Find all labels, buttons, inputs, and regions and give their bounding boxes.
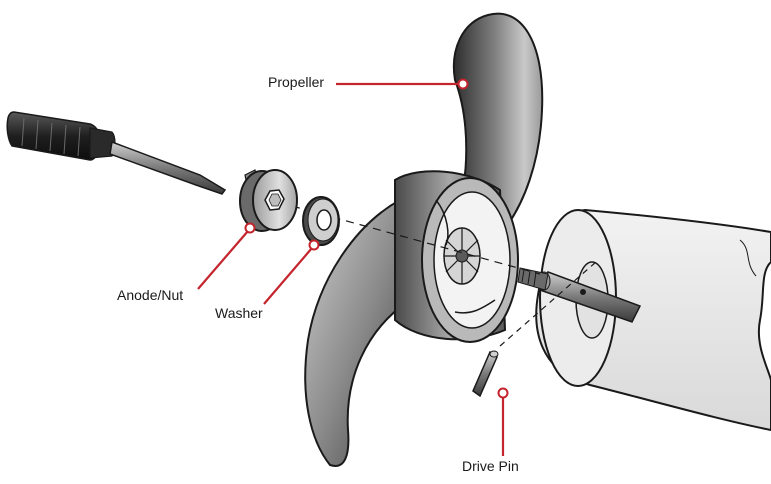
screwdriver [6, 111, 227, 195]
label-propeller: Propeller [268, 74, 325, 90]
callout-dot-anode [244, 222, 256, 234]
callout-lines [197, 82, 505, 456]
callout-dot-propeller [457, 78, 469, 90]
drive-shaft [517, 267, 642, 323]
anode-nut-part [239, 169, 298, 232]
callout-dot-washer [308, 239, 320, 251]
callout-line-anode [197, 230, 249, 290]
washer-part [302, 196, 340, 246]
label-washer: Washer [215, 305, 263, 321]
callout-line-washer [263, 247, 313, 305]
callout-dot-drive-pin [497, 387, 509, 399]
label-drive-pin: Drive Pin [462, 458, 519, 474]
drive-pin-part [472, 261, 597, 398]
callout-dots [244, 78, 509, 399]
motor-housing [535, 208, 771, 432]
propeller [304, 12, 544, 467]
label-anode-nut: Anode/Nut [117, 287, 184, 303]
